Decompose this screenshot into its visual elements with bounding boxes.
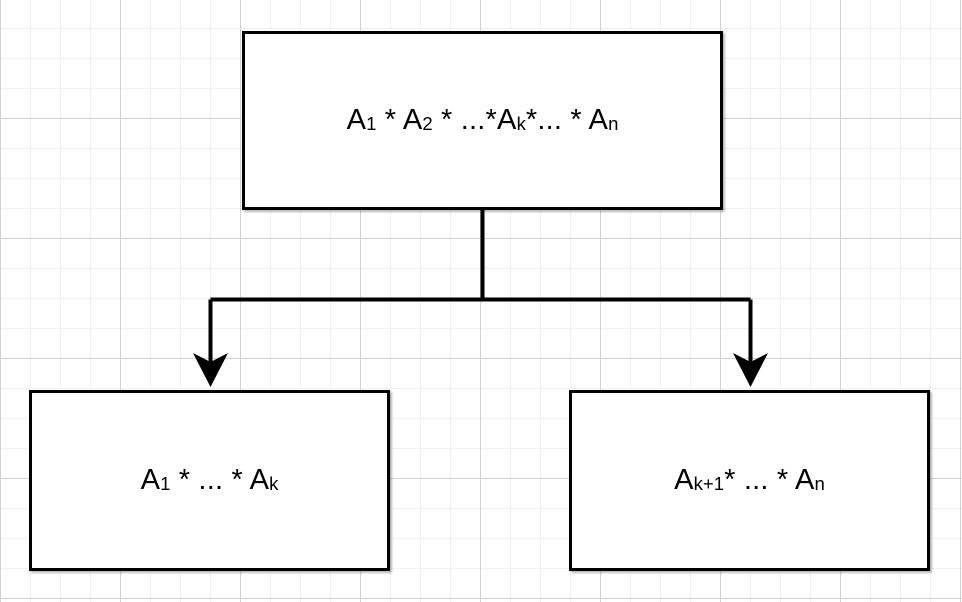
arrowhead-right-icon (733, 353, 768, 387)
node-right-label: Ak+1* ... * An (674, 463, 825, 496)
arrowhead-left-icon (193, 353, 228, 387)
node-left-label: A1 * ... * Ak (140, 463, 279, 496)
node-root-product[interactable]: A1 * A2 * ...*Ak*... * An (242, 31, 723, 210)
node-root-label: A1 * A2 * ...*Ak*... * An (346, 103, 619, 136)
node-right-subproduct[interactable]: Ak+1* ... * An (569, 390, 930, 571)
node-left-subproduct[interactable]: A1 * ... * Ak (29, 390, 390, 571)
